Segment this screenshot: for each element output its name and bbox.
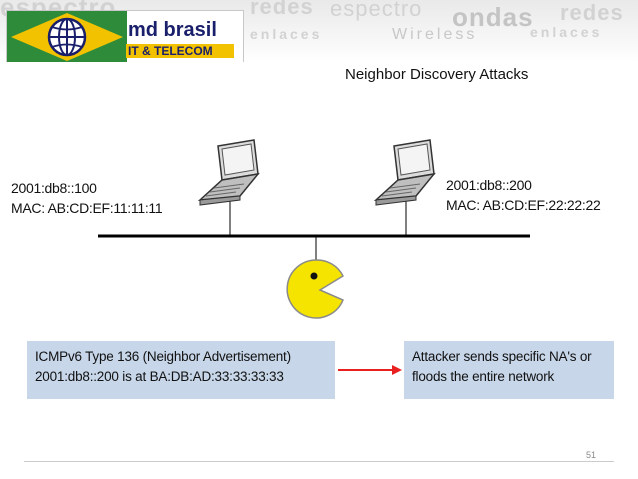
brand-name: md brasil — [128, 19, 217, 41]
host-label-1: 2001:db8::100 MAC: AB:CD:EF:11:11:11 — [11, 178, 163, 218]
host-ip: 2001:db8::200 — [446, 177, 532, 193]
slide-title: Neighbor Discovery Attacks — [345, 66, 529, 83]
attacker-pacman-icon — [286, 259, 344, 319]
brand-sub-band — [126, 44, 234, 58]
host-ip: 2001:db8::100 — [11, 180, 97, 196]
attacker-description-box: Attacker sends specific NA's or floods t… — [404, 341, 614, 399]
host-label-2: 2001:db8::200 MAC: AB:CD:EF:22:22:22 — [446, 175, 601, 215]
globe-logo-icon — [7, 11, 127, 62]
watermark-word: Wireless — [392, 26, 478, 43]
laptop-icon — [373, 139, 436, 206]
watermark-word: enlaces — [250, 26, 323, 42]
attacker-line: floods the entire network — [412, 369, 555, 384]
message-line: 2001:db8::200 is at BA:DB:AD:33:33:33:33 — [35, 369, 284, 384]
watermark-word: espectro — [330, 0, 423, 21]
icmpv6-message-box: ICMPv6 Type 136 (Neighbor Advertisement)… — [27, 341, 335, 399]
watermark-word: enlaces — [530, 24, 603, 40]
host-mac: MAC: AB:CD:EF:22:22:22 — [446, 197, 601, 213]
watermark-word: ondas — [452, 2, 534, 32]
watermark-word: redes — [560, 0, 624, 25]
message-line: ICMPv6 Type 136 (Neighbor Advertisement) — [35, 349, 291, 364]
page-number: 51 — [586, 450, 597, 460]
header-banner: espectro redes espectro ondas redes enla… — [0, 0, 638, 62]
laptop-icon — [197, 139, 260, 206]
watermark-word: redes — [250, 0, 314, 19]
brand-subtitle: IT & TELECOM — [128, 44, 213, 58]
host-mac: MAC: AB:CD:EF:11:11:11 — [11, 200, 163, 216]
arrow-head-icon — [392, 365, 402, 375]
attacker-line: Attacker sends specific NA's or — [412, 349, 592, 364]
footer-divider — [24, 461, 614, 462]
